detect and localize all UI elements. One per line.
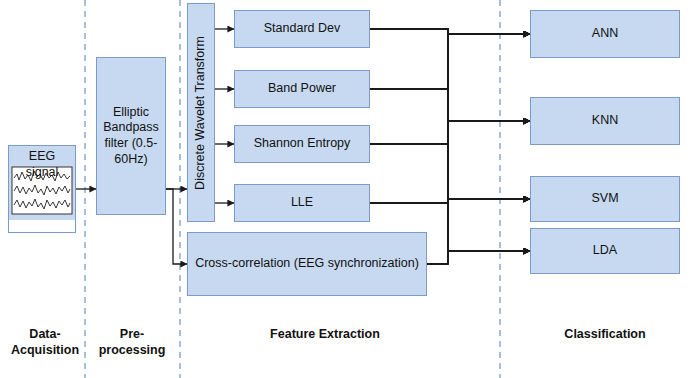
feature-box: Band Power — [234, 70, 370, 108]
node-label: SVM — [591, 191, 618, 207]
classifier-box: LDA — [530, 228, 680, 274]
classifier-box: ANN — [530, 10, 680, 58]
flow-arrow — [370, 29, 530, 199]
flow-arrow — [370, 144, 530, 199]
flow-arrow — [370, 34, 530, 144]
separator-line — [499, 0, 500, 378]
eeg-box-fill — [8, 145, 76, 220]
node-label: LDA — [593, 243, 617, 259]
flow-arrow — [215, 143, 234, 144]
flow-arrow — [215, 88, 234, 89]
flow-arrow — [215, 202, 234, 203]
stage-separators — [85, 0, 500, 378]
flow-arrow — [427, 199, 530, 264]
flow-arrow — [76, 188, 96, 189]
stage-label: Classification — [530, 326, 680, 342]
eeg-trace — [14, 185, 70, 195]
classifier-box: KNN — [530, 97, 680, 145]
node-label: KNN — [592, 113, 618, 129]
transform-box: Discrete Wavelet Transform — [187, 3, 215, 222]
flow-arrow — [370, 34, 530, 89]
stage-label: Pre- processing — [88, 326, 176, 359]
feature-box: Standard Dev — [234, 10, 370, 48]
flow-arrow — [370, 29, 530, 34]
feature-box: Shannon Entropy — [234, 125, 370, 163]
node-label: Standard Dev — [264, 21, 340, 37]
flow-arrow — [370, 89, 530, 251]
node-label: EEG signal — [11, 149, 73, 180]
flow-arrow — [370, 29, 530, 251]
node-label: Cross-correlation (EEG synchronization) — [195, 256, 419, 272]
feature-box: LLE — [234, 184, 370, 222]
node-label: Discrete Wavelet Transform — [193, 36, 209, 190]
flow-arrow — [215, 28, 234, 29]
flow-arrow — [166, 189, 187, 264]
flow-arrow — [370, 121, 530, 203]
flow-arrow — [370, 34, 530, 203]
flow-arrow — [427, 34, 530, 264]
node-label: Elliptic Bandpass filter (0.5-60Hz) — [103, 105, 159, 168]
node-label: Band Power — [268, 81, 336, 97]
stage-label: Feature Extraction — [230, 326, 420, 342]
eeg-trace — [14, 199, 70, 209]
feature-box: Cross-correlation (EEG synchronization) — [187, 232, 427, 296]
node-label: LLE — [291, 195, 313, 211]
classifier-box: SVM — [530, 176, 680, 222]
flow-arrow — [427, 251, 530, 264]
flow-arrow — [370, 121, 530, 144]
flow-arrow — [370, 29, 530, 121]
node-label: Shannon Entropy — [254, 136, 351, 152]
filter-box: Elliptic Bandpass filter (0.5-60Hz) — [96, 57, 166, 215]
signal-box: EEG signal — [8, 145, 76, 233]
flow-arrow — [370, 89, 530, 121]
flow-arrow — [427, 121, 530, 264]
node-label: ANN — [592, 26, 618, 42]
stage-label: Data- Acquisition — [5, 326, 85, 359]
